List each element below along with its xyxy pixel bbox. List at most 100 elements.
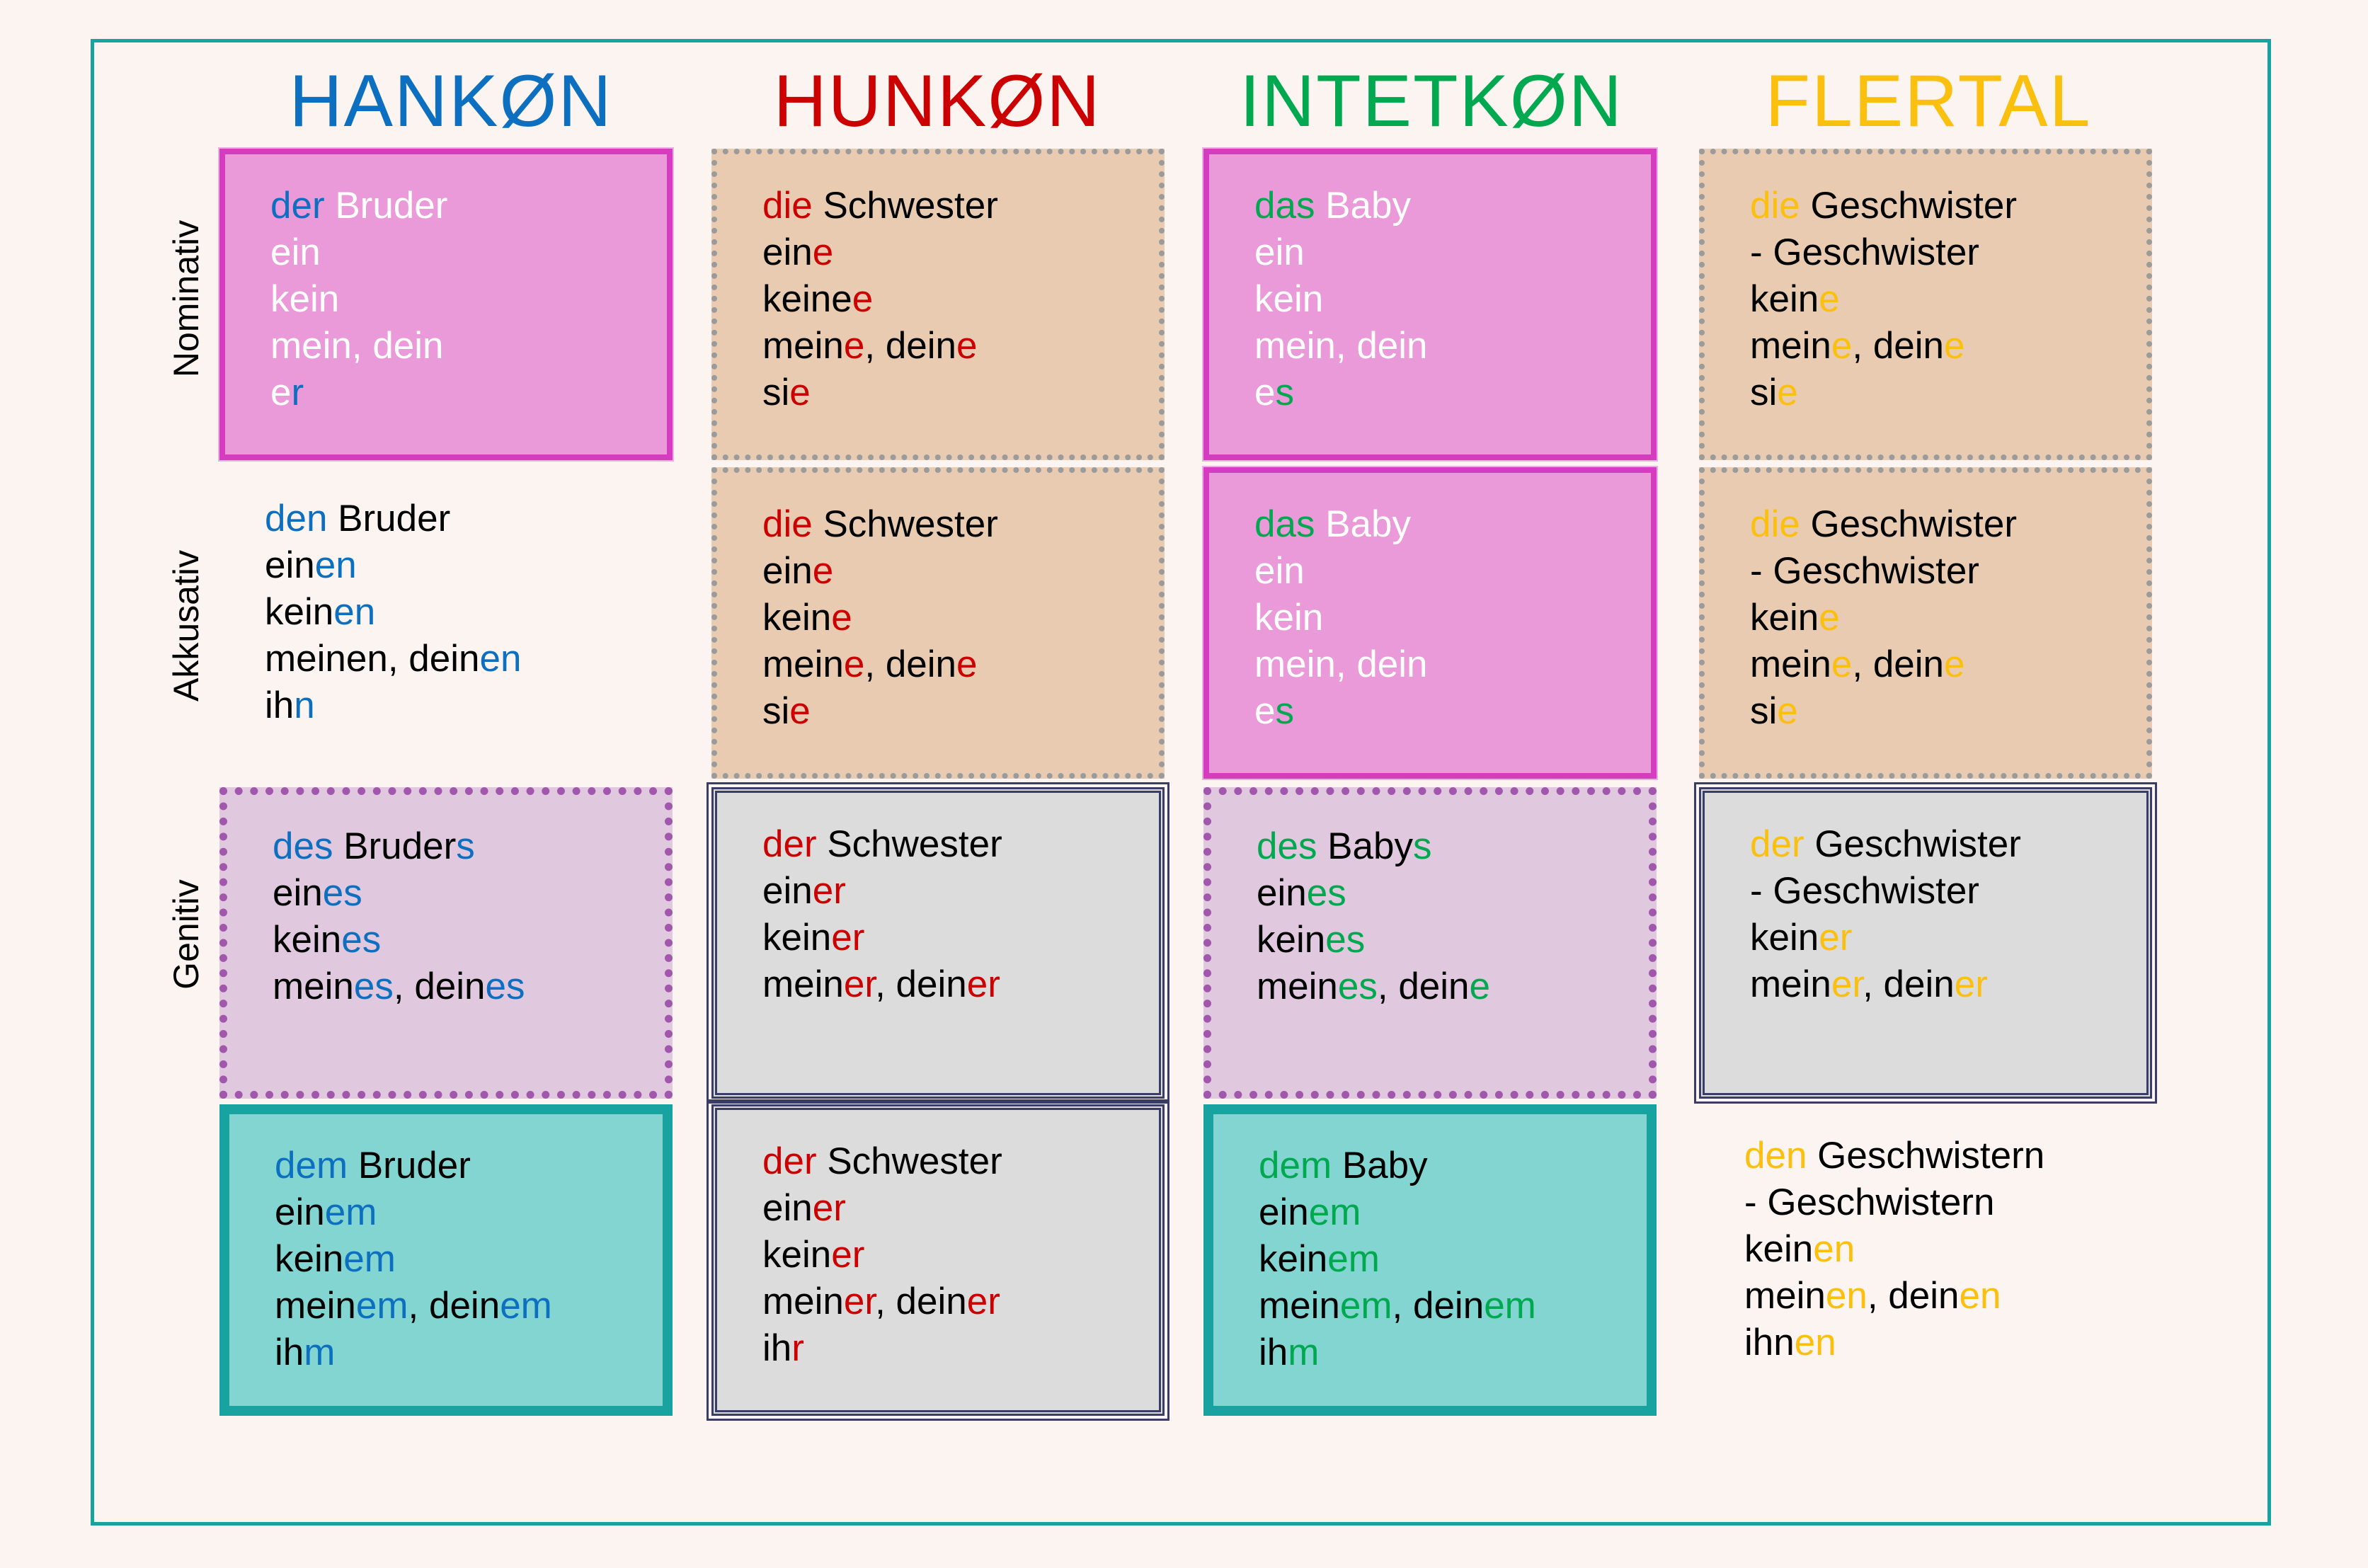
word-segment: der <box>1750 823 1804 865</box>
word-segment: die <box>762 185 813 227</box>
cell-line: meiner, deiner <box>1750 961 2146 1008</box>
word-segment: Bruder <box>324 185 448 227</box>
word-segment: mein <box>762 963 844 1005</box>
header-hunkon: HUNKØN <box>773 60 1102 142</box>
cell-line: einer <box>762 1185 1159 1232</box>
word-segment: Geschwistern <box>1807 1135 2045 1177</box>
cell-line: keine <box>1750 276 2146 323</box>
word-segment: mein <box>1750 963 1831 1005</box>
word-segment: e <box>1831 643 1853 685</box>
word-segment: dem <box>275 1145 348 1186</box>
word-segment: kein <box>270 278 340 320</box>
word-segment: e <box>270 372 292 413</box>
cell-line: keiner <box>1750 915 2146 961</box>
word-segment: Baby <box>1332 1145 1428 1186</box>
word-segment: es <box>322 872 362 914</box>
word-segment: ein <box>762 231 813 273</box>
word-segment: die <box>1750 503 1800 545</box>
word-segment: en <box>479 638 522 680</box>
word-segment: mein, dein <box>270 325 444 367</box>
cell-line: der Geschwister <box>1750 821 2146 868</box>
word-segment: ein <box>275 1191 325 1233</box>
cell-line: er <box>270 370 667 416</box>
cell-line: den Bruder <box>265 496 673 542</box>
word-segment: e <box>1944 643 1965 685</box>
word-segment: e <box>843 325 865 367</box>
cell-line: - Geschwistern <box>1744 1179 2152 1226</box>
word-segment: es <box>353 966 394 1007</box>
word-segment: en <box>314 544 357 586</box>
word-segment: Bruder <box>327 498 451 539</box>
cell-line: keinen <box>265 589 673 636</box>
word-segment: e <box>831 597 852 639</box>
cell-line: die Geschwister <box>1750 501 2146 548</box>
cell-line: meinem, deinem <box>1259 1283 1647 1329</box>
word-segment: Baby <box>1315 185 1411 227</box>
word-segment: - Geschwister <box>1750 550 1979 592</box>
word-segment: e <box>1777 690 1798 732</box>
cell-line: kein <box>1254 595 1651 641</box>
word-segment: en <box>333 591 376 633</box>
word-segment: es <box>341 919 382 961</box>
word-segment: e <box>1254 372 1276 413</box>
word-segment: en <box>1825 1275 1867 1317</box>
cell-line: einem <box>275 1189 663 1236</box>
cell-line: dem Bruder <box>275 1143 663 1189</box>
word-segment: er <box>1831 963 1863 1005</box>
cell-line: meines, deine <box>1257 963 1649 1010</box>
header-hankon: HANKØN <box>289 60 613 142</box>
word-segment: ein <box>265 544 315 586</box>
word-segment: kein <box>273 919 342 961</box>
word-segment: , dein <box>1867 1275 1960 1317</box>
word-segment: r <box>291 372 304 413</box>
word-segment: ein <box>270 231 321 273</box>
cell-line: es <box>1254 688 1651 735</box>
cell-line: meines, deines <box>273 963 665 1010</box>
word-segment: s <box>1275 690 1294 732</box>
word-segment: em <box>1484 1285 1536 1327</box>
cell-line: die Schwester <box>762 501 1159 548</box>
cell-line: die Schwester <box>762 183 1159 229</box>
word-segment: mein, dein <box>1254 325 1428 367</box>
word-segment: n <box>294 685 315 726</box>
cell-line: keine <box>762 595 1159 641</box>
word-segment: em <box>1339 1285 1392 1327</box>
word-segment: em <box>343 1238 396 1280</box>
cell-line: meinen, deinen <box>1744 1273 2152 1320</box>
cell-line: meine, deine <box>762 641 1159 688</box>
word-segment: das <box>1254 185 1315 227</box>
cell-line: der Schwester <box>762 821 1159 868</box>
word-segment: er <box>1954 963 1988 1005</box>
word-segment: kein <box>1257 919 1326 961</box>
cell-line: kein <box>1254 276 1651 323</box>
cell-line: mein, dein <box>270 323 667 370</box>
cell-line: meine, deine <box>1750 641 2146 688</box>
word-segment: mein <box>1257 966 1338 1007</box>
word-segment: der <box>270 185 325 227</box>
word-segment: kein <box>1254 597 1324 639</box>
word-segment: e <box>1777 372 1798 413</box>
word-segment: ein <box>1254 550 1305 592</box>
cell-line: sie <box>1750 688 2146 735</box>
word-segment: ih <box>762 1327 792 1369</box>
word-segment: s <box>456 825 475 867</box>
word-segment: Geschwister <box>1804 823 2021 865</box>
word-segment: der <box>762 823 817 865</box>
cell-line: mein, dein <box>1254 641 1651 688</box>
word-segment: Bruder <box>348 1145 471 1186</box>
word-segment: , dein <box>1863 963 1955 1005</box>
cell-line: eine <box>762 548 1159 595</box>
word-segment: den <box>1744 1135 1807 1177</box>
word-segment: ein <box>273 872 323 914</box>
word-segment: mein <box>762 325 844 367</box>
cell-line: keinen <box>1744 1226 2152 1273</box>
cell-line: sie <box>762 370 1159 416</box>
word-segment: e <box>1819 597 1840 639</box>
word-segment: , dein <box>1392 1285 1485 1327</box>
